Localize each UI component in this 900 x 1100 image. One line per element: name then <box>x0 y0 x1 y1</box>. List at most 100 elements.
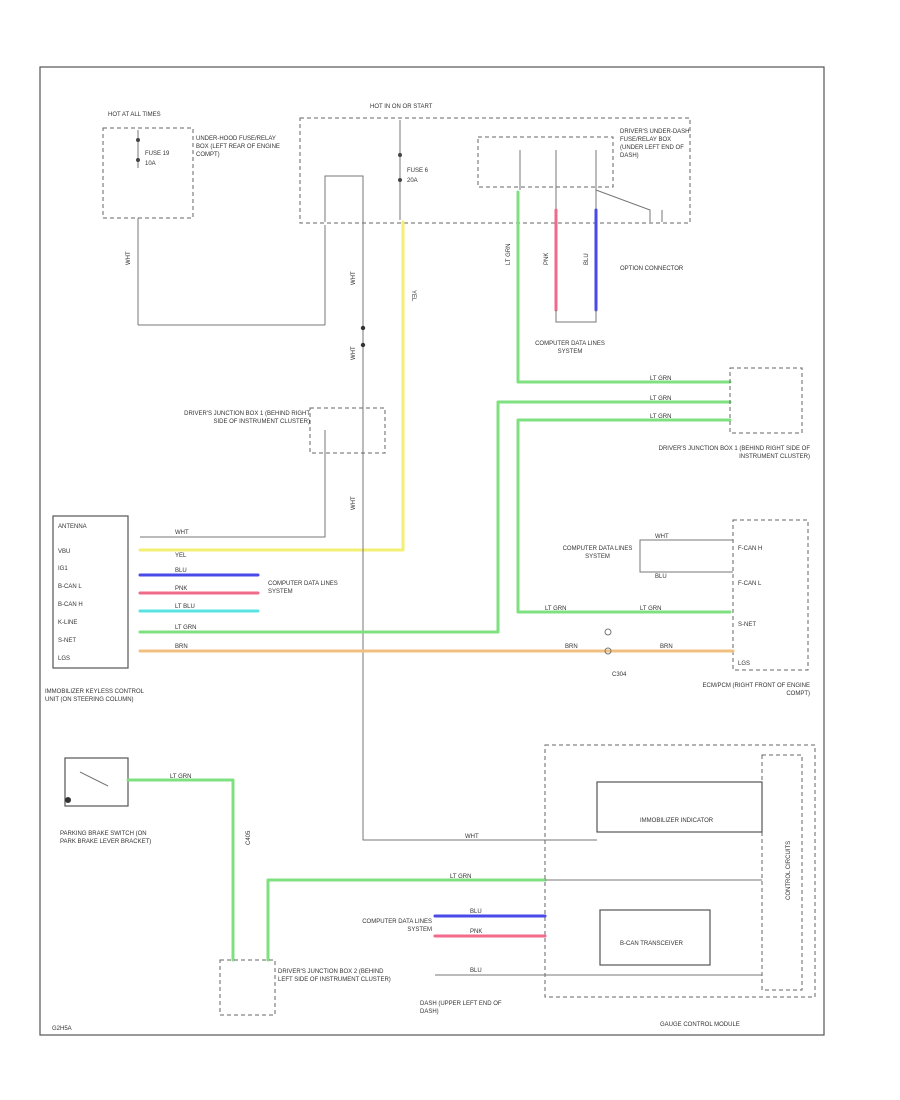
svg-text:LGS: LGS <box>58 656 70 662</box>
hot-in-on-fuse-box: HOT IN ON OR START FUSE 6 20A DRIVER'S U… <box>299 104 691 272</box>
fuse-6-label: FUSE 6 <box>407 168 429 174</box>
wire-label-ltgrn-7: LT GRN <box>175 625 196 631</box>
fuse-19-label: FUSE 19 <box>145 151 170 157</box>
wire-label-blu-3: BLU <box>175 568 187 574</box>
ecm-pcm-box: F-CAN H F-CAN L S-NET LGS ECM/PCM (RIGHT… <box>702 519 810 697</box>
s-net-ecm-pin: S-NET <box>738 622 756 628</box>
lgs-pin: LGS <box>58 656 70 662</box>
antenna-label: ANTENNA <box>58 524 87 530</box>
svg-text:IMMOBILIZER INDICATOR: IMMOBILIZER INDICATOR <box>640 818 714 824</box>
svg-text:LT GRN: LT GRN <box>640 606 661 612</box>
svg-text:BLU: BLU <box>470 968 482 974</box>
wire-label-brn-2: BRN <box>565 644 578 650</box>
wire-label-pnk-1: PNK <box>544 253 550 265</box>
wire-label-pnk-2: PNK <box>175 586 187 592</box>
svg-text:PNK: PNK <box>470 929 482 935</box>
option-connector-label: OPTION CONNECTOR <box>620 266 684 272</box>
svg-text:BRN: BRN <box>175 644 188 650</box>
hot-in-on-label: HOT IN ON OR START <box>370 104 433 110</box>
wire-label-ltgrn-1: LT GRN <box>506 244 512 265</box>
svg-text:LT GRN: LT GRN <box>545 606 566 612</box>
hot-at-all-times-label: HOT AT ALL TIMES <box>108 112 161 118</box>
ecm-pcm-label: ECM/PCM (RIGHT FRONT OF ENGINE COMPT) <box>702 683 810 697</box>
svg-text:C304: C304 <box>612 672 627 678</box>
wire-wht-antenna <box>140 430 326 538</box>
svg-text:CONTROL CIRCUITS: CONTROL CIRCUITS <box>786 841 792 900</box>
svg-text:F-CAN H: F-CAN H <box>738 546 762 552</box>
b-can-transceiver-label: B-CAN TRANSCEIVER <box>620 941 684 947</box>
svg-text:WHT: WHT <box>351 346 357 360</box>
wire-yel-vbu <box>138 220 405 552</box>
wire-label-blu-5: BLU <box>470 968 482 974</box>
wire-label-ltgrn-5: LT GRN <box>545 606 566 612</box>
control-circuits-label: CONTROL CIRCUITS <box>786 841 792 900</box>
wire-label-wht-1: WHT <box>126 251 132 265</box>
svg-text:WHT: WHT <box>655 534 669 540</box>
drivers-junction-box-1-label: DRIVER'S JUNCTION BOX 1 (BEHIND RIGHT SI… <box>184 411 310 425</box>
fuse-6-rating: 20A <box>407 178 418 184</box>
f-can-l-pin: F-CAN L <box>738 581 762 587</box>
wire-ltgrn-parking <box>126 778 235 962</box>
svg-text:HOT IN ON OR START: HOT IN ON OR START <box>370 104 433 110</box>
wire-label-ltgrn-2: LT GRN <box>650 376 671 382</box>
wire-label-yel-2: YEL <box>175 553 187 559</box>
wire-label-brn-3: BRN <box>660 644 673 650</box>
immobilizer-unit-label: IMMOBILIZER KEYLESS CONTROL UNIT (ON STE… <box>45 689 144 703</box>
wire-ltgrn-snet <box>138 400 732 634</box>
wire-label-ltgrn-4: LT GRN <box>650 414 671 420</box>
svg-text:BLU: BLU <box>470 909 482 915</box>
immobilizer-indicator-label: IMMOBILIZER INDICATOR <box>640 818 714 824</box>
svg-text:VBU: VBU <box>58 549 70 555</box>
under-hood-fuse-box: HOT AT ALL TIMES FUSE 19 10A UNDER-HOOD … <box>102 112 326 326</box>
svg-text:GAUGE CONTROL MODULE: GAUGE CONTROL MODULE <box>660 1022 740 1028</box>
svg-text:C405: C405 <box>246 830 252 845</box>
wire-label-ltgrn-9: LT GRN <box>450 874 471 880</box>
wire-label-wht-2: WHT <box>351 271 357 285</box>
wire-label-ltgrn-6: LT GRN <box>640 606 661 612</box>
svg-text:F-CAN L: F-CAN L <box>738 581 762 587</box>
wire-wht-main <box>362 222 545 841</box>
computer-data-lines-label-1: COMPUTER DATA LINES SYSTEM <box>535 341 605 355</box>
svg-text:BLU: BLU <box>655 574 667 580</box>
vbu-pin: VBU <box>58 549 70 555</box>
immobilizer-unit: ANTENNA VBU IG1 B-CAN L B-CAN H K-LINE S… <box>45 515 144 703</box>
svg-text:S-NET: S-NET <box>738 622 756 628</box>
svg-text:YEL: YEL <box>410 290 416 302</box>
svg-text:BLU: BLU <box>175 568 187 574</box>
wire-label-wht-3: WHT <box>351 346 357 360</box>
svg-text:WHT: WHT <box>351 271 357 285</box>
wire-label-wht-5: WHT <box>175 530 189 536</box>
wire-ltgrn-top <box>516 190 732 384</box>
svg-text:PNK: PNK <box>175 586 187 592</box>
svg-text:BLU: BLU <box>584 253 590 265</box>
c304-label: C304 <box>612 672 627 678</box>
wire-label-ltblu-1: LT BLU <box>175 604 195 610</box>
svg-text:LT GRN: LT GRN <box>650 396 671 402</box>
k-line-pin: K-LINE <box>58 620 77 626</box>
svg-text:YEL: YEL <box>175 553 187 559</box>
svg-text:K-LINE: K-LINE <box>58 620 77 626</box>
b-can-h-pin: B-CAN H <box>58 602 83 608</box>
footer-code: G2H5A <box>52 1026 72 1032</box>
s-net-pin: S-NET <box>58 638 76 644</box>
svg-text:PNK: PNK <box>544 253 550 265</box>
drivers-junction-box-1-right-label: DRIVER'S JUNCTION BOX 1 (BEHIND RIGHT SI… <box>658 446 810 460</box>
svg-text:HOT AT ALL TIMES: HOT AT ALL TIMES <box>108 112 161 118</box>
diagram-frame <box>39 66 825 1036</box>
svg-text:ANTENNA: ANTENNA <box>58 524 87 530</box>
svg-text:10A: 10A <box>145 161 156 167</box>
svg-text:B-CAN L: B-CAN L <box>58 584 82 590</box>
under-hood-box-label: UNDER-HOOD FUSE/RELAY BOX (LEFT REAR OF … <box>196 136 280 158</box>
computer-data-lines-label-3: COMPUTER DATA LINES SYSTEM <box>268 581 338 595</box>
svg-text:IG1: IG1 <box>58 566 68 572</box>
svg-text:WHT: WHT <box>126 251 132 265</box>
f-can-h-pin: F-CAN H <box>738 546 762 552</box>
wire-label-wht-4: WHT <box>351 496 357 510</box>
computer-data-lines-label-4: COMPUTER DATA LINES SYSTEM <box>362 919 432 933</box>
wire-label-ltgrn-3: LT GRN <box>650 396 671 402</box>
svg-text:LT GRN: LT GRN <box>650 376 671 382</box>
wire-label-yel-1: YEL <box>410 290 416 302</box>
wire-ltgrn-gauge <box>266 878 547 962</box>
wire-label-pnk-3: PNK <box>470 929 482 935</box>
svg-text:B-CAN TRANSCEIVER: B-CAN TRANSCEIVER <box>620 941 684 947</box>
